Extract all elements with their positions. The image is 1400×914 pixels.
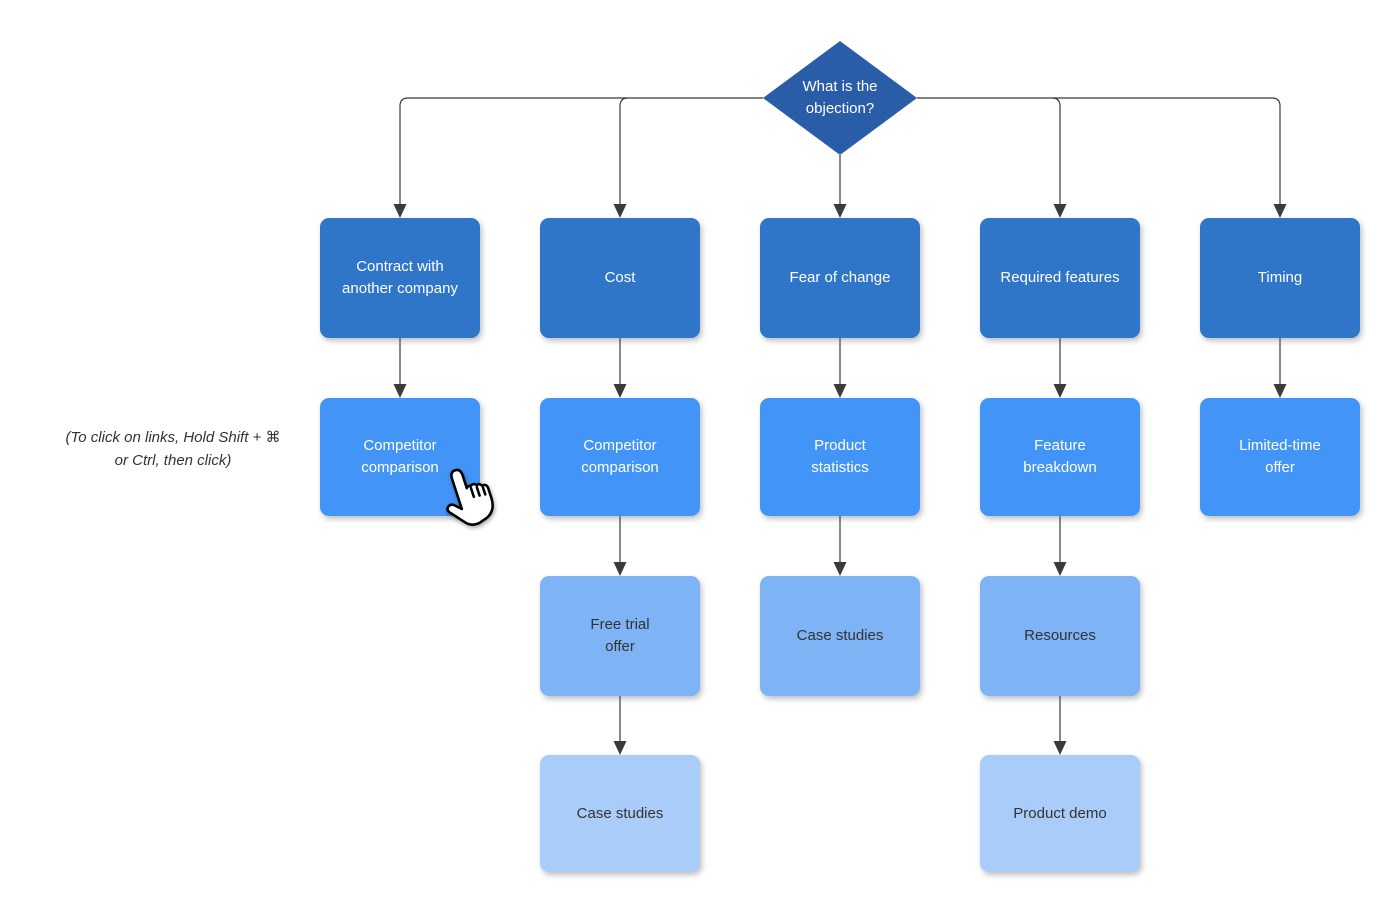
node-label: Feature breakdown — [1023, 437, 1097, 476]
node-required-features[interactable]: Required features — [980, 218, 1140, 338]
node-product-demo[interactable]: Product demo — [980, 755, 1140, 872]
node-contract-with-another-company[interactable]: Contract with another company — [320, 218, 480, 338]
node-label: Limited-time offer — [1239, 437, 1321, 476]
node-label: Contract with another company — [342, 258, 458, 297]
node-label: Case studies — [576, 804, 664, 822]
node-objection-decision[interactable] — [763, 41, 917, 155]
node-label: Product demo — [1013, 804, 1107, 822]
shortcut-note: (To click on links, Hold Shift + ⌘ or Ct… — [65, 429, 281, 469]
node-resources[interactable]: Resources — [980, 576, 1140, 696]
node-label: Timing — [1257, 269, 1303, 286]
node-cost[interactable]: Cost — [540, 218, 700, 338]
node-label: Case studies — [796, 627, 884, 644]
node-competitor-comparison-contract[interactable]: Competitor comparison — [320, 398, 480, 516]
node-product-statistics[interactable]: Product statistics — [760, 398, 920, 516]
node-label: Cost — [604, 269, 636, 286]
node-label: Competitor comparison — [581, 437, 659, 476]
node-label: Fear of change — [789, 269, 891, 286]
node-case-studies-cost[interactable]: Case studies — [540, 755, 700, 872]
node-label: Required features — [1000, 269, 1120, 286]
node-free-trial-offer[interactable]: Free trial offer — [540, 576, 700, 696]
node-competitor-comparison-cost[interactable]: Competitor comparison — [540, 398, 700, 516]
node-limited-time-offer[interactable]: Limited-time offer — [1200, 398, 1360, 516]
node-case-studies-fear[interactable]: Case studies — [760, 576, 920, 696]
node-label: Product statistics — [811, 437, 869, 476]
node-label: Resources — [1024, 627, 1096, 644]
node-fear-of-change[interactable]: Fear of change — [760, 218, 920, 338]
node-feature-breakdown[interactable]: Feature breakdown — [980, 398, 1140, 516]
node-timing[interactable]: Timing — [1200, 218, 1360, 338]
hand-cursor-icon — [436, 462, 500, 532]
node-label: Free trial offer — [590, 616, 650, 655]
node-label: Competitor comparison — [361, 437, 439, 476]
